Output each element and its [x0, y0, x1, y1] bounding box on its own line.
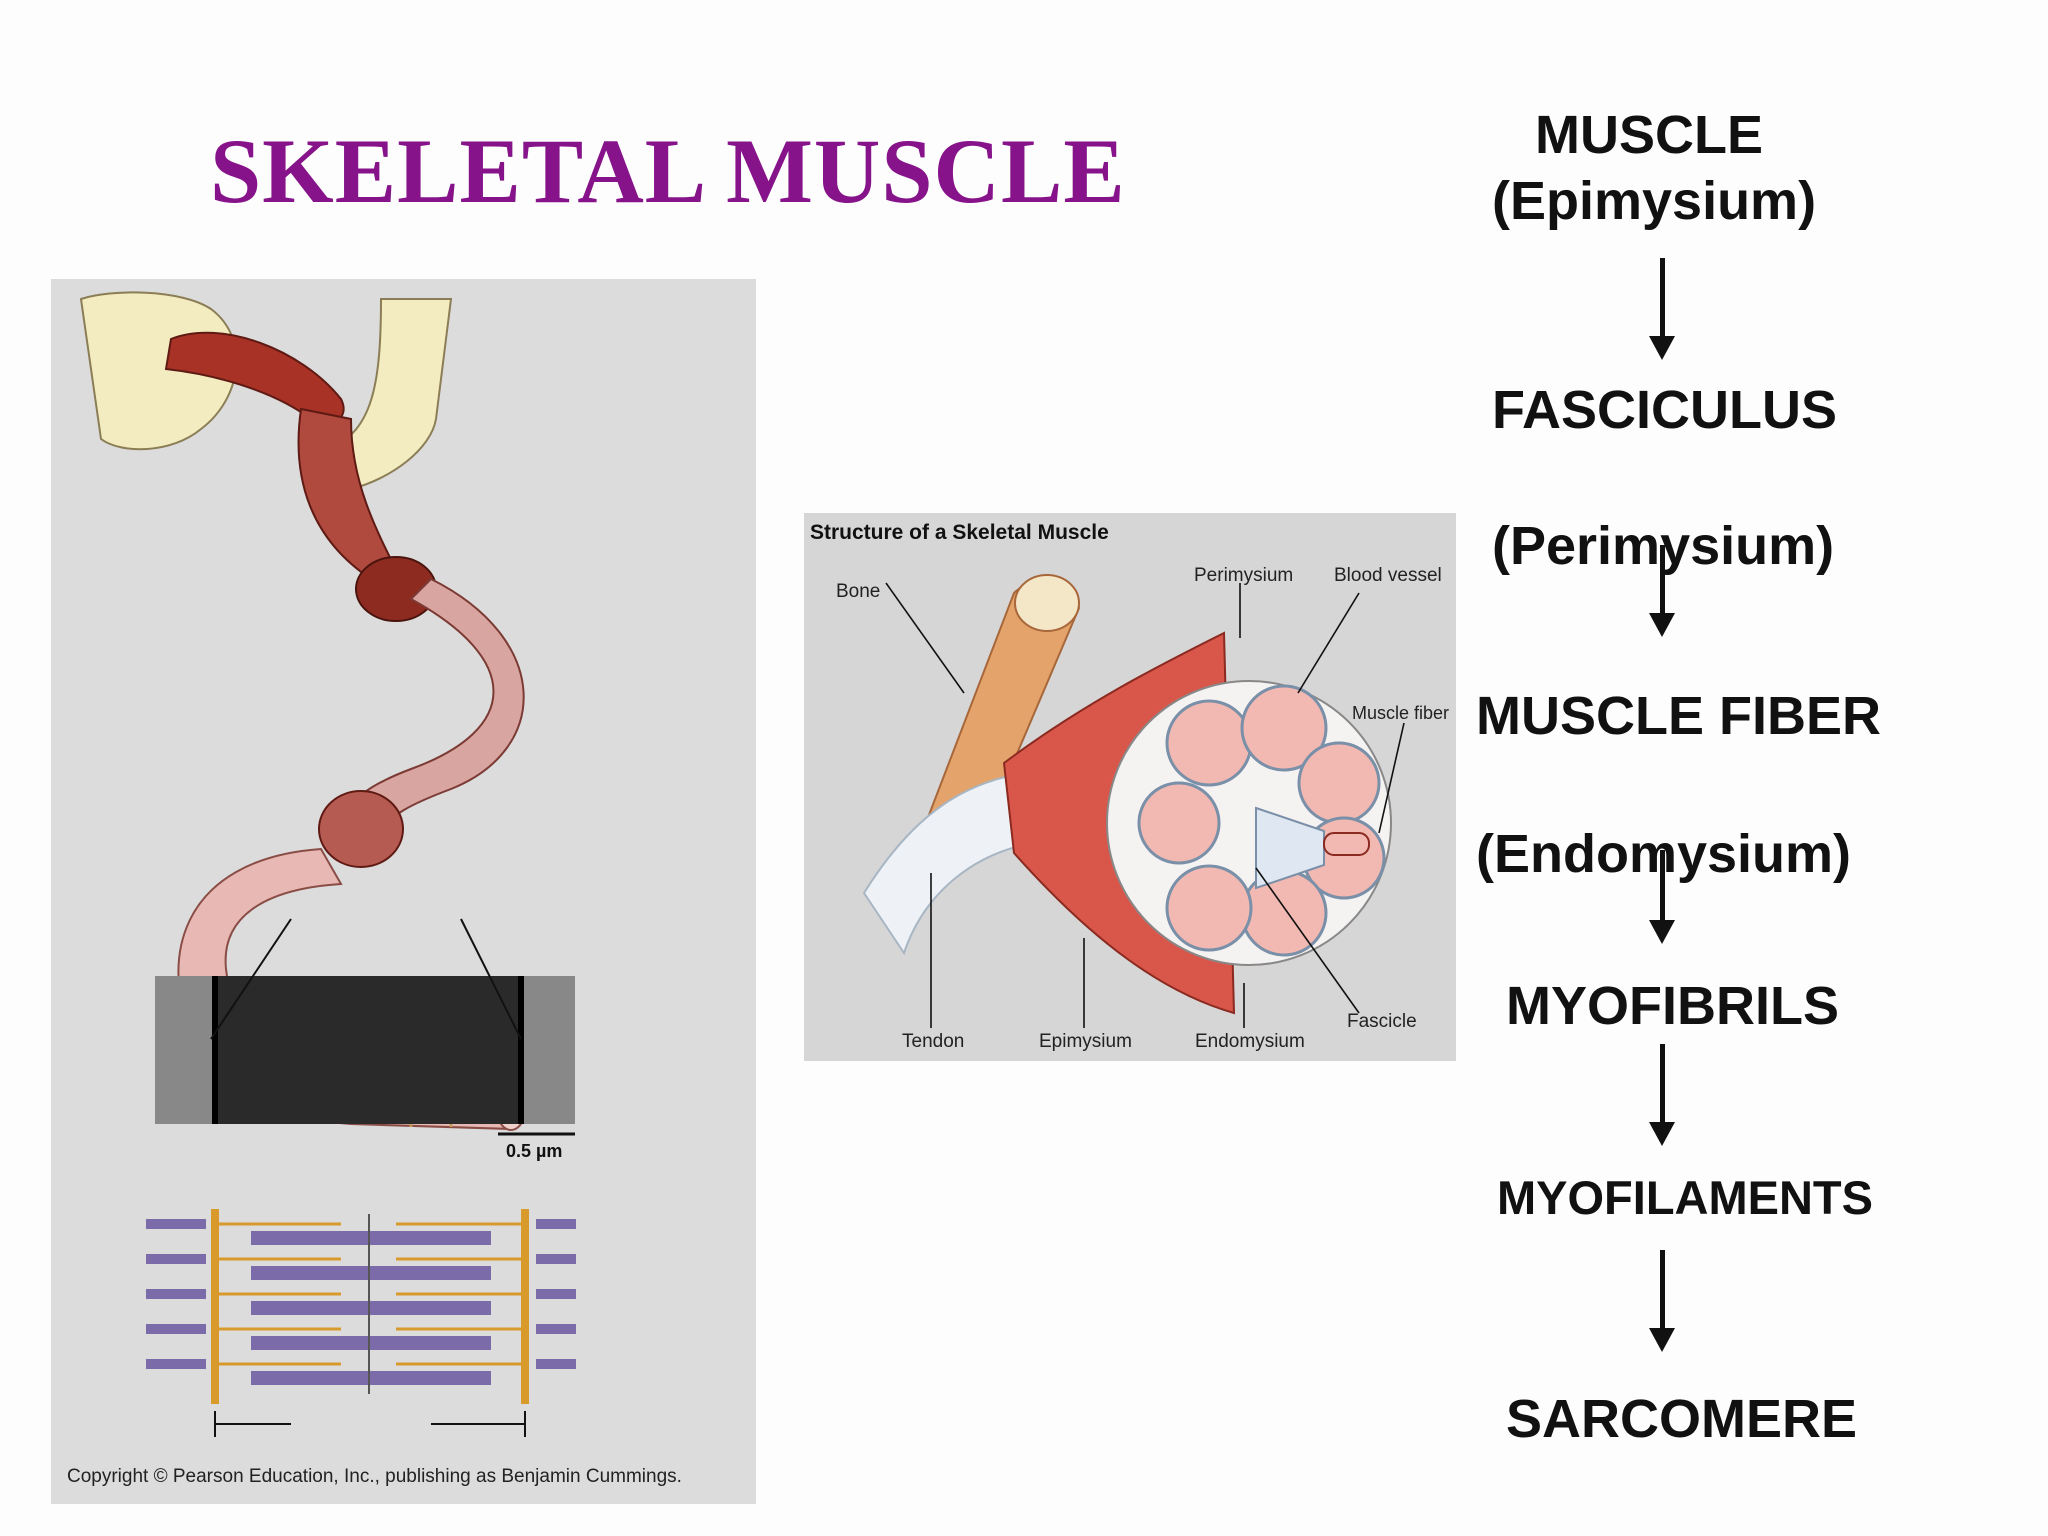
level-epimysium: (Epimysium): [1492, 171, 1817, 231]
label-bone: Bone: [836, 581, 880, 602]
muscle-hierarchy-drawing: 0.5 µm Copyright © Pearson Educa: [67, 291, 682, 1487]
arrow-down-icon: [1649, 258, 1675, 360]
diagram-heading: Structure of a Skeletal Muscle: [810, 521, 1109, 544]
label-muscle-fiber: Muscle fiber: [1352, 703, 1449, 723]
skeletal-muscle-structure-diagram: Structure of a Skeletal Muscle: [804, 513, 1456, 1061]
slide-title: SKELETAL MUSCLE: [210, 120, 1126, 222]
arrow-down-icon: [1649, 1044, 1675, 1146]
scale-bar-label: 0.5 µm: [506, 1141, 562, 1161]
level-myofibrils: MYOFIBRILS: [1506, 976, 1839, 1036]
label-perimysium: Perimysium: [1194, 565, 1293, 586]
level-myofilaments: MYOFILAMENTS: [1497, 1171, 1873, 1224]
arrow-down-icon: [1649, 1250, 1675, 1352]
label-fascicle: Fascicle: [1347, 1011, 1417, 1032]
label-endomysium: Endomysium: [1195, 1031, 1305, 1052]
level-muscle-fiber: MUSCLE FIBER: [1476, 686, 1881, 746]
sarcomere-schematic: [146, 1209, 576, 1437]
muscle-cross-section-drawing: Structure of a Skeletal Muscle: [810, 521, 1449, 1052]
label-tendon: Tendon: [902, 1031, 964, 1052]
arrow-down-icon: [1649, 850, 1675, 944]
arrow-down-icon: [1649, 545, 1675, 637]
label-blood-vessel: Blood vessel: [1334, 565, 1442, 586]
copyright-text: Copyright © Pearson Education, Inc., pub…: [67, 1466, 682, 1487]
level-muscle: MUSCLE: [1535, 105, 1763, 165]
label-epimysium: Epimysium: [1039, 1031, 1132, 1052]
muscle-structure-illustration: 0.5 µm Copyright © Pearson Educa: [51, 279, 756, 1504]
level-sarcomere: SARCOMERE: [1506, 1389, 1858, 1449]
level-fasciculus: FASCICULUS: [1492, 380, 1838, 440]
